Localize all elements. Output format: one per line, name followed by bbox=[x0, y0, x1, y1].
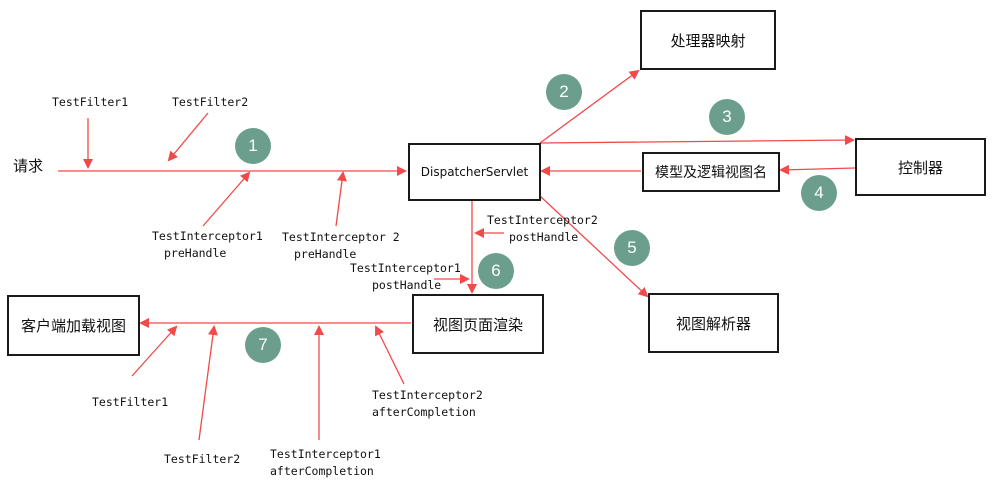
testfilter1-bottom-pointer bbox=[131, 325, 178, 377]
interceptor1-posthandle-method: postHandle bbox=[372, 278, 442, 292]
interceptor1-aftercompletion-label: TestInterceptor1 afterCompletion bbox=[270, 446, 381, 480]
client-load-view-node: 客户端加载视图 bbox=[7, 295, 140, 356]
interceptor1-prehandle-name: TestInterceptor1 bbox=[152, 229, 263, 243]
interceptor2-prehandle-label: TestInterceptor 2 preHandle bbox=[282, 229, 400, 263]
step-7-badge: 7 bbox=[245, 327, 281, 363]
interceptor2-aftercompletion-label: TestInterceptor2 afterCompletion bbox=[372, 387, 483, 421]
dispatcher-servlet-node: DispatcherServlet bbox=[408, 143, 541, 201]
interceptor1-posthandle-label: TestInterceptor1 postHandle bbox=[350, 260, 461, 294]
interceptor2-aftercompletion-method: afterCompletion bbox=[372, 405, 476, 419]
interceptor2-aftercompletion-name: TestInterceptor2 bbox=[372, 388, 483, 402]
step-1-badge: 1 bbox=[235, 128, 271, 164]
interceptor2-aftercompletion-pointer bbox=[375, 325, 405, 385]
testfilter1-top-label: TestFilter1 bbox=[52, 95, 129, 109]
step-3-badge: 3 bbox=[709, 99, 745, 135]
dispatcher-to-controller-arrow bbox=[539, 135, 855, 146]
interceptor1-prehandle-label: TestInterceptor1 preHandle bbox=[152, 228, 263, 262]
request-label: 请求 bbox=[13, 157, 44, 175]
interceptor1-posthandle-name: TestInterceptor1 bbox=[350, 261, 461, 275]
interceptor1-prehandle-pointer bbox=[202, 171, 251, 227]
interceptor2-prehandle-method: preHandle bbox=[294, 247, 357, 261]
interceptor2-prehandle-name: TestInterceptor 2 bbox=[282, 230, 400, 244]
testfilter2-top-label: TestFilter2 bbox=[172, 95, 249, 109]
interceptor1-aftercompletion-method: afterCompletion bbox=[270, 464, 374, 478]
interceptor2-posthandle-method: postHandle bbox=[509, 230, 579, 244]
interceptor1-aftercompletion-name: TestInterceptor1 bbox=[270, 447, 381, 461]
step-2-badge: 2 bbox=[546, 74, 582, 110]
testfilter2-top-pointer bbox=[167, 112, 209, 162]
view-render-node: 视图页面渲染 bbox=[412, 294, 544, 354]
interceptor2-posthandle-name: TestInterceptor2 bbox=[487, 213, 598, 227]
step-6-badge: 6 bbox=[478, 253, 514, 289]
view-resolver-node: 视图解析器 bbox=[648, 293, 779, 353]
handler-mapping-node: 处理器映射 bbox=[640, 10, 776, 70]
interceptor1-prehandle-method: preHandle bbox=[164, 246, 227, 260]
interceptor2-posthandle-label: TestInterceptor2 postHandle bbox=[487, 212, 598, 246]
testfilter2-bottom-label: TestFilter2 bbox=[164, 452, 241, 466]
interceptor2-prehandle-pointer bbox=[335, 171, 347, 227]
testfilter2-bottom-pointer bbox=[198, 325, 218, 441]
controller-node: 控制器 bbox=[855, 138, 986, 196]
model-view-name-node: 模型及逻辑视图名 bbox=[642, 152, 780, 192]
step-4-badge: 4 bbox=[801, 175, 837, 211]
testfilter1-bottom-label: TestFilter1 bbox=[92, 395, 169, 409]
dispatcher-to-handler-mapping-arrow bbox=[539, 69, 640, 144]
dispatcher-to-view-resolver-arrow bbox=[539, 195, 649, 298]
step-5-badge: 5 bbox=[614, 230, 650, 266]
controller-to-model-view-arrow bbox=[779, 164, 856, 175]
